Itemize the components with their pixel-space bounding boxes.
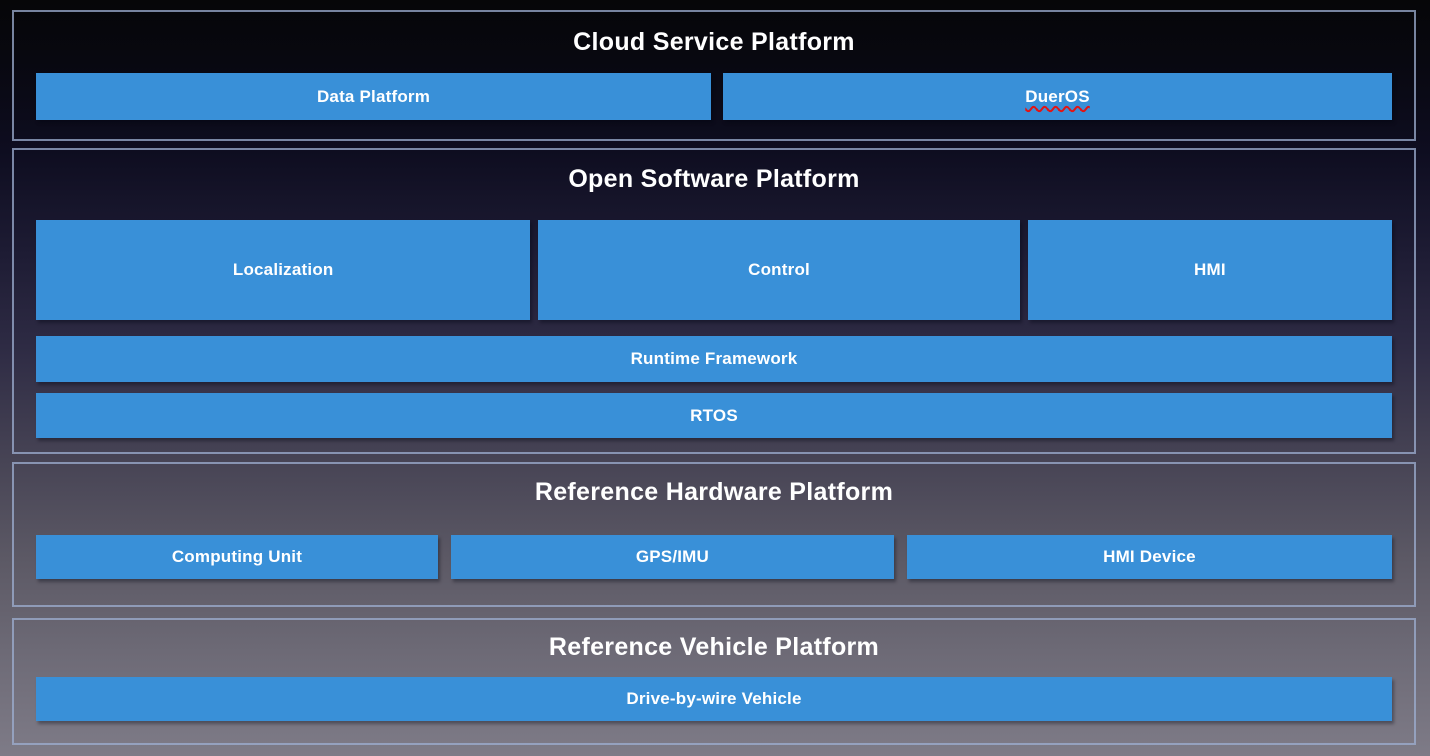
block-row-runtime-framework: Runtime Framework [36, 336, 1392, 382]
section-title-reference-vehicle-platform: Reference Vehicle Platform [548, 633, 880, 661]
section-reference-hardware-platform: Reference Hardware Platform Computing Un… [12, 462, 1416, 607]
block-label-computing-unit: Computing Unit [171, 547, 303, 566]
section-reference-vehicle-platform: Reference Vehicle Platform Drive-by-wire… [12, 618, 1416, 745]
block-row-cloud: Data Platform DuerOS [36, 73, 1392, 120]
block-label-rtos: RTOS [690, 405, 738, 425]
section-title-cloud-service-platform: Cloud Service Platform [573, 28, 855, 56]
block-control: Control [538, 220, 1020, 320]
block-row-software-modules: Localization Control HMI [36, 220, 1392, 320]
block-label-localization: Localization [232, 260, 334, 279]
block-label-drive-by-wire-vehicle: Drive-by-wire Vehicle [626, 689, 802, 708]
block-label-dueros: DuerOS [1025, 86, 1090, 106]
block-label-hmi-device: HMI Device [1103, 547, 1196, 566]
block-label-data-platform: Data Platform [316, 86, 431, 106]
block-localization: Localization [36, 220, 531, 320]
block-dueros: DuerOS [723, 73, 1392, 120]
block-computing-unit: Computing Unit [36, 535, 438, 579]
block-row-rtos: RTOS [36, 393, 1392, 438]
block-rtos: RTOS [36, 393, 1392, 438]
section-title-open-software-platform: Open Software Platform [568, 165, 860, 193]
block-label-control: Control [748, 260, 810, 279]
block-row-vehicle: Drive-by-wire Vehicle [36, 677, 1392, 721]
block-hmi: HMI [1027, 220, 1392, 320]
block-drive-by-wire-vehicle: Drive-by-wire Vehicle [36, 677, 1392, 721]
section-open-software-platform: Open Software Platform Localization Cont… [12, 148, 1416, 454]
block-label-runtime-framework: Runtime Framework [630, 349, 798, 368]
block-data-platform: Data Platform [36, 73, 711, 120]
block-row-hardware: Computing Unit GPS/IMU HMI Device [36, 535, 1392, 579]
block-runtime-framework: Runtime Framework [36, 336, 1392, 382]
block-label-hmi: HMI [1193, 260, 1226, 279]
section-title-reference-hardware-platform: Reference Hardware Platform [534, 478, 894, 506]
block-gps-imu: GPS/IMU [450, 535, 894, 579]
section-cloud-service-platform: Cloud Service Platform Data Platform Due… [12, 10, 1416, 141]
block-hmi-device: HMI Device [906, 535, 1392, 579]
block-label-gps-imu: GPS/IMU [635, 547, 709, 566]
